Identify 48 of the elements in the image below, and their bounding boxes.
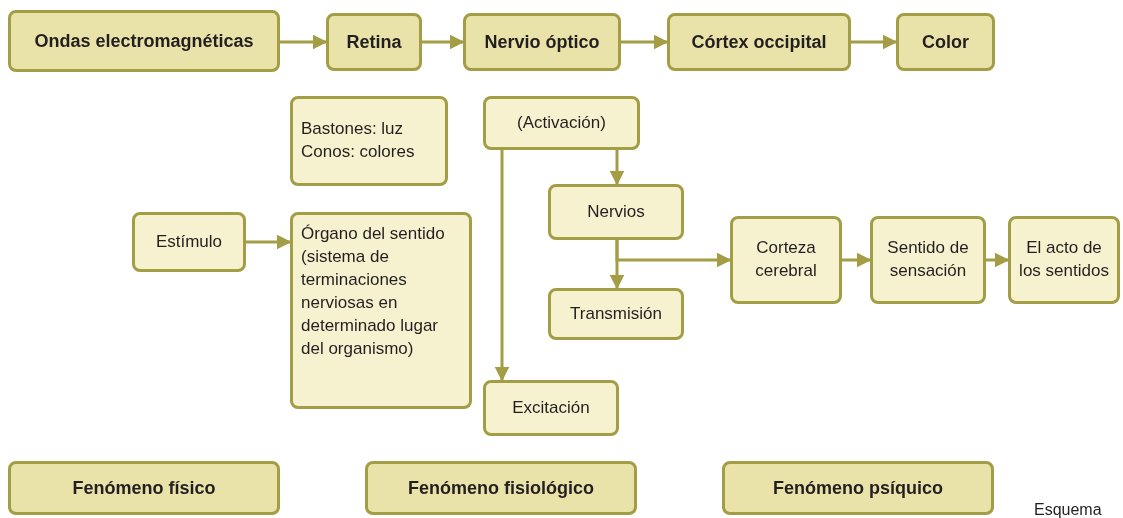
box-label: Nervios (587, 200, 645, 223)
arrow (621, 34, 669, 50)
process-box (365, 461, 637, 515)
arrow (609, 150, 625, 186)
process-box (326, 13, 422, 71)
box-label: El acto de los sentidos (1018, 237, 1110, 282)
process-box (548, 184, 684, 240)
arrow (246, 234, 292, 250)
box-label: Fenómeno fisiológico (408, 476, 594, 500)
process-box (463, 13, 621, 71)
box-label: Bastones: luz (301, 118, 404, 141)
process-box (132, 212, 246, 272)
arrow (986, 252, 1010, 268)
process-box (8, 461, 280, 515)
process-box (722, 461, 994, 515)
box-label: Nervio óptico (484, 30, 600, 54)
box-label: Excitación (512, 396, 590, 419)
box-label: Retina (346, 30, 402, 54)
process-box (290, 96, 448, 186)
box-label: Corteza cerebral (754, 237, 818, 282)
process-box (8, 10, 280, 72)
box-label: (Activación) (517, 111, 606, 134)
box-label: Conos: colores (301, 141, 415, 163)
box-label: Fenómeno físico (72, 476, 216, 500)
process-box (483, 96, 640, 150)
caption-text: Esquema (1034, 500, 1102, 518)
arrow (851, 34, 898, 50)
box-label: Estímulo (155, 230, 223, 253)
process-box (290, 212, 472, 409)
box-label: Fenómeno psíquico (773, 476, 943, 500)
process-box (896, 13, 995, 71)
process-box (730, 216, 842, 304)
box-label: Color (922, 30, 969, 54)
arrow (280, 34, 328, 50)
box-label: Sentido de sensación (886, 237, 970, 282)
process-box (1008, 216, 1120, 304)
box-label: Ondas electromagnéticas (34, 29, 254, 53)
process-box (548, 288, 684, 340)
arrow (615, 240, 732, 268)
process-box (870, 216, 986, 304)
box-label: Transmisión (570, 302, 662, 325)
arrow (494, 150, 510, 382)
process-box (483, 380, 619, 436)
arrow (842, 252, 872, 268)
process-box (667, 13, 851, 71)
box-label: Córtex occipital (691, 30, 827, 54)
arrow (422, 34, 465, 50)
box-label: Órgano del sentido (sistema de terminaciones nerviosas en determinado lugar del organismo) (301, 223, 446, 360)
